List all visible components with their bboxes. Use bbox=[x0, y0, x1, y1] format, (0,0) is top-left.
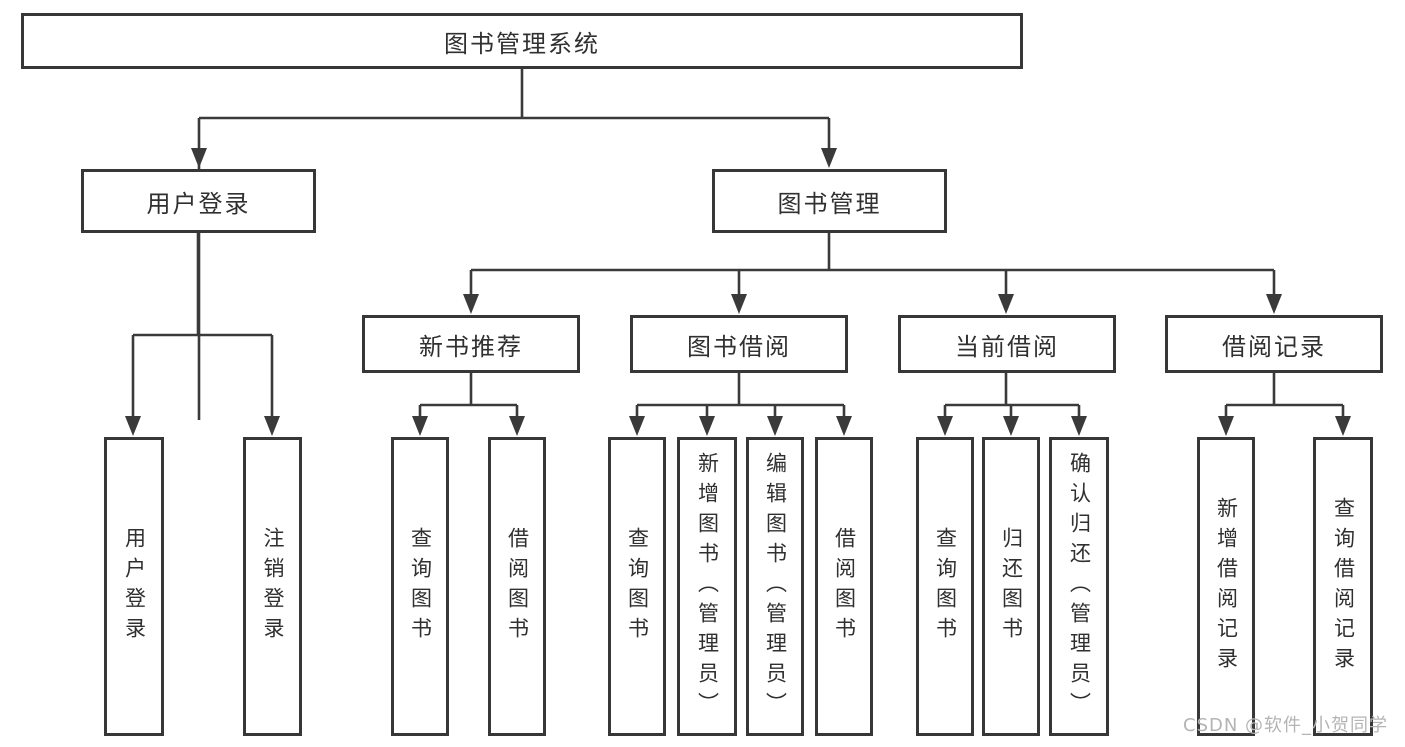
node-book-management: 图书管理 bbox=[712, 169, 947, 233]
arrow-down-icon bbox=[463, 294, 479, 314]
leaf-query-books-1: 查询图书 bbox=[391, 437, 449, 736]
leaf-add-borrow-record: 新增借阅记录 bbox=[1197, 437, 1255, 736]
wire-root-to-level2 bbox=[197, 69, 831, 420]
arrow-down-icon bbox=[1266, 294, 1282, 314]
node-label: 注销登录 bbox=[261, 526, 285, 647]
node-label: 当前借阅 bbox=[955, 332, 1059, 361]
node-label: 图书借阅 bbox=[687, 332, 791, 361]
leaf-borrow-books-1: 借阅图书 bbox=[488, 437, 546, 736]
node-root: 图书管理系统 bbox=[21, 13, 1023, 69]
connector-paths bbox=[131, 69, 1345, 420]
arrow-down-icon bbox=[699, 416, 715, 436]
node-label: 借阅图书 bbox=[505, 526, 530, 647]
arrow-down-icon bbox=[937, 416, 953, 436]
node-book-borrow: 图书借阅 bbox=[630, 315, 848, 373]
arrow-down-icon bbox=[1003, 416, 1019, 436]
wire-newbook-to-leaves bbox=[418, 373, 519, 419]
leaf-logout-login: 注销登录 bbox=[243, 437, 302, 736]
node-label: 编辑图书（管理员） bbox=[763, 451, 788, 722]
node-label: 新书推荐 bbox=[419, 332, 523, 361]
node-label: 图书管理系统 bbox=[444, 29, 600, 58]
node-label: 用户登录 bbox=[122, 526, 147, 647]
node-label: 查询图书 bbox=[408, 526, 433, 647]
node-user-login: 用户登录 bbox=[81, 169, 316, 233]
arrow-down-icon bbox=[191, 148, 207, 168]
watermark: CSDN @软件_小贺同学 bbox=[1183, 715, 1389, 736]
arrow-down-icon bbox=[1071, 416, 1087, 436]
arrow-down-icon bbox=[821, 148, 837, 168]
node-label: 新增图书（管理员） bbox=[695, 451, 720, 722]
arrow-down-icon bbox=[1218, 416, 1234, 436]
wire-currentborrow-to-leaves bbox=[943, 373, 1081, 419]
arrow-down-icon bbox=[264, 416, 280, 436]
arrow-down-icon bbox=[125, 416, 141, 436]
node-new-book-recommend: 新书推荐 bbox=[362, 315, 580, 373]
node-label: 查询图书 bbox=[933, 526, 958, 647]
node-label: 用户登录 bbox=[146, 189, 251, 218]
leaf-query-borrow-record: 查询借阅记录 bbox=[1313, 437, 1373, 736]
node-label: 图书管理 bbox=[777, 189, 882, 218]
arrow-down-icon bbox=[998, 294, 1014, 314]
node-label: 借阅记录 bbox=[1222, 332, 1326, 361]
leaf-borrow-books-2: 借阅图书 bbox=[815, 437, 873, 736]
wire-records-to-leaves bbox=[1224, 373, 1345, 419]
node-label: 确认归还（管理员） bbox=[1067, 451, 1092, 722]
node-current-borrow: 当前借阅 bbox=[898, 315, 1116, 373]
wire-bookborrow-to-leaves bbox=[635, 373, 846, 419]
leaf-edit-books-admin: 编辑图书（管理员） bbox=[746, 437, 804, 736]
arrow-down-icon bbox=[629, 416, 645, 436]
arrow-down-icon bbox=[767, 416, 783, 436]
leaf-user-login: 用户登录 bbox=[104, 437, 164, 736]
arrow-down-icon bbox=[836, 416, 852, 436]
arrow-down-icon bbox=[412, 416, 428, 436]
arrow-down-icon bbox=[1335, 416, 1351, 436]
arrow-down-icon bbox=[509, 416, 525, 436]
leaf-add-books-admin: 新增图书（管理员） bbox=[677, 437, 737, 736]
arrow-down-icon bbox=[731, 294, 747, 314]
leaf-return-books: 归还图书 bbox=[982, 437, 1040, 736]
leaf-confirm-return-admin: 确认归还（管理员） bbox=[1049, 437, 1109, 736]
wire-userlogin-to-leaves bbox=[131, 233, 274, 419]
arrowheads bbox=[125, 148, 1351, 436]
node-label: 归还图书 bbox=[999, 526, 1024, 647]
node-label: 查询图书 bbox=[625, 526, 650, 647]
node-label: 查询借阅记录 bbox=[1331, 496, 1356, 677]
node-borrow-records: 借阅记录 bbox=[1165, 315, 1383, 373]
wire-bookmgmt-to-level3 bbox=[469, 233, 1276, 297]
leaf-query-books-3: 查询图书 bbox=[916, 437, 974, 736]
leaf-query-books-2: 查询图书 bbox=[608, 437, 666, 736]
node-label: 新增借阅记录 bbox=[1214, 496, 1239, 677]
node-label: 借阅图书 bbox=[832, 526, 857, 647]
